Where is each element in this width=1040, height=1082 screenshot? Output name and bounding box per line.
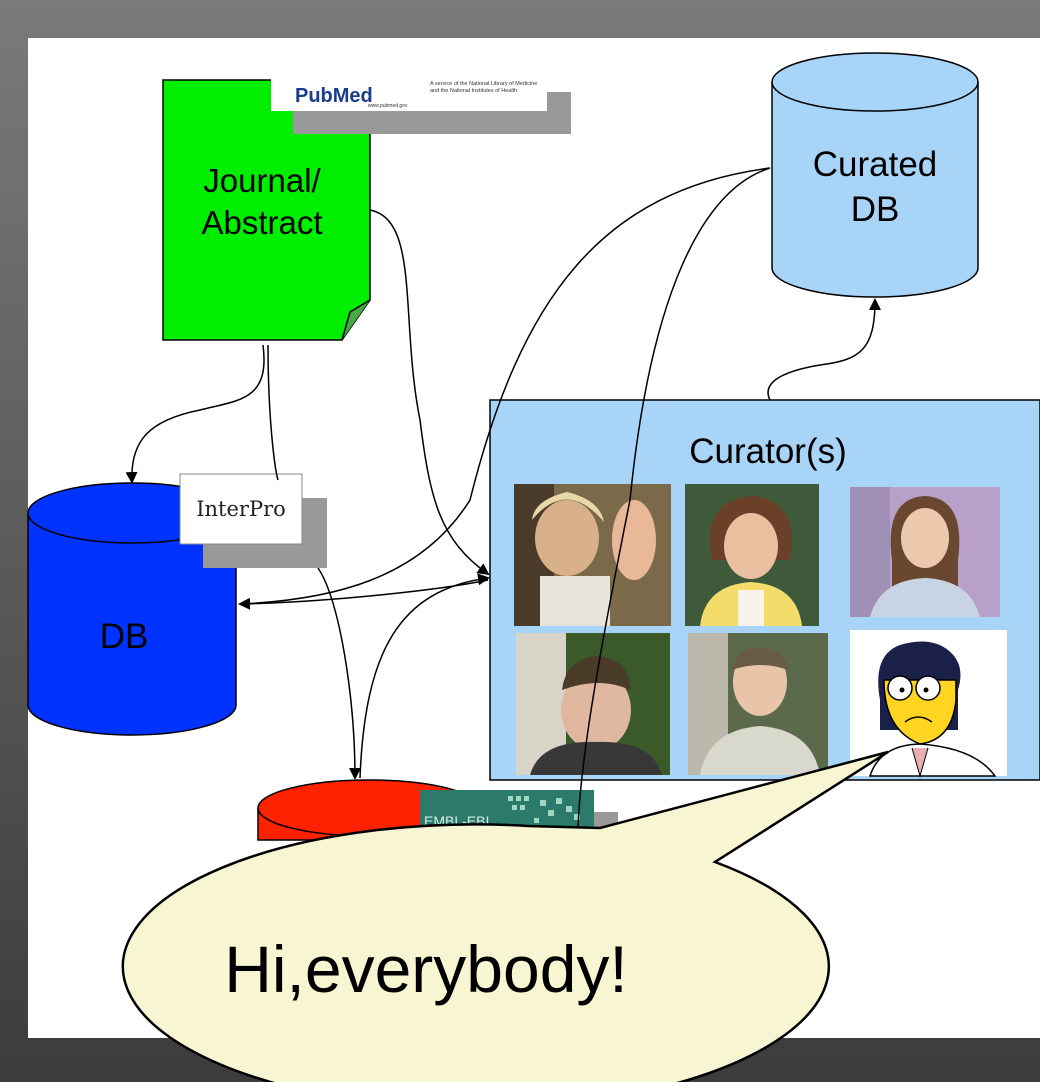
curators-panel: Curator(s) [489,399,1040,781]
curated-db-top [771,52,979,112]
edge-interpro-to-red-db [317,567,361,780]
curated-db-node: Curated DB [771,52,979,298]
curator-photo-1 [514,484,671,626]
edge-curators-to-curated-db [767,298,881,401]
connectors [125,167,881,831]
journal-abstract-node: Journal/ Abstract [162,79,371,341]
edge-curators-to-db [238,579,489,610]
speech-bubble-text: Hi,everybody! [224,932,628,1006]
interpro-logo: InterPro [179,473,327,568]
edge-journal-to-db [125,344,265,484]
curator-photo-2 [685,484,819,626]
pubmed-tagline-1: A service of the National Library of Med… [430,81,537,87]
curator-photo-4 [516,633,670,775]
curated-db-label-line1: Curated [813,145,938,184]
edge-journal-to-interpro [267,344,279,481]
speech-bubble: Hi,everybody! [121,750,889,1082]
curator-photo-5 [688,633,828,775]
curators-label: Curator(s) [689,432,847,471]
curator-photo-3 [850,487,1000,617]
pubmed-url: www.pubmed.gov [368,103,408,109]
journal-label-line2: Abstract [201,204,322,241]
edge-curated-to-embl [577,167,771,831]
pubmed-logo: PubMed A service of the National Library… [271,69,571,134]
db-label: DB [100,617,149,656]
pubmed-logo-text: PubMed [295,85,373,107]
curator-cartoon [850,630,1007,778]
interpro-logo-text: InterPro [196,497,286,521]
journal-label-line1: Journal/ [203,162,321,199]
edge-red-db-to-curators [359,573,490,779]
edge-db-to-curated [239,167,771,605]
pubmed-tagline-2: and the National Institutes of Health [430,88,517,94]
journal-page-fold [341,299,371,341]
curated-db-label-line2: DB [851,190,900,229]
edge-journal-to-curators [369,209,490,576]
speech-bubble-shape [121,750,889,1082]
